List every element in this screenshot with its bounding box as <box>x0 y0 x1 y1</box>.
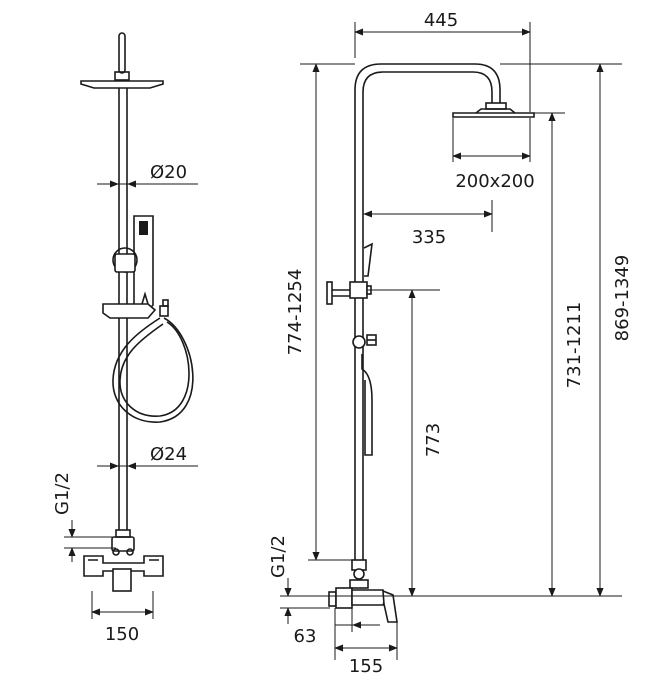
side-dim-thread-label: G1/2 <box>268 535 289 578</box>
side-hand-shower <box>363 242 373 277</box>
side-riser-arm <box>354 63 501 560</box>
front-dim-pipe-label: Ø20 <box>150 162 187 183</box>
front-dim-pipe: Ø20 <box>97 162 198 188</box>
side-dim-arm-length-label: 445 <box>424 10 458 31</box>
side-dim-height-left-label: 774-1254 <box>285 269 306 356</box>
front-dim-width-label: 150 <box>105 624 139 645</box>
side-dim-depth: 155 <box>334 622 398 677</box>
side-dim-thread: G1/2 <box>268 535 330 624</box>
side-dim-head-offset-label: 335 <box>412 227 446 248</box>
side-slider-knob <box>352 335 366 349</box>
front-head-connector <box>114 71 130 81</box>
side-dim-head-height: 731-1211 <box>534 112 585 597</box>
side-dim-depth-label: 155 <box>349 656 383 677</box>
front-dim-width: 150 <box>91 591 154 645</box>
front-slider-block <box>102 303 157 319</box>
side-holder-knob <box>326 281 333 305</box>
front-view <box>80 32 194 592</box>
side-dim-total-height: 869-1349 <box>500 63 633 597</box>
front-dim-hose-label: Ø24 <box>150 444 187 465</box>
side-dim-head-offset: 335 <box>363 200 493 248</box>
side-dim-holder-height: 773 <box>367 289 444 597</box>
side-mixer-body <box>351 589 387 606</box>
front-hose-loop <box>112 317 194 423</box>
side-dim-head-size: 200x200 <box>452 118 535 192</box>
side-dim-offset-63: 63 <box>294 608 380 660</box>
side-mixer-lever <box>382 589 398 623</box>
side-dim-holder-height-label: 773 <box>423 423 444 457</box>
front-dim-thread: G1/2 <box>52 472 116 562</box>
front-mixer-spout <box>112 568 132 592</box>
front-mixer-body <box>83 555 164 577</box>
front-dim-thread-label: G1/2 <box>52 472 73 515</box>
side-dim-height-left: 774-1254 <box>285 63 355 561</box>
front-dim-hose: Ø24 <box>97 444 198 470</box>
side-hose <box>361 354 373 456</box>
side-dim-head-height-label: 731-1211 <box>564 302 585 389</box>
side-dim-arm-length: 445 <box>354 10 531 112</box>
side-shower-head <box>452 112 535 118</box>
front-top-tip <box>118 32 126 74</box>
side-dim-offset-63-label: 63 <box>294 626 317 647</box>
front-shower-head <box>80 80 164 89</box>
side-dim-head-size-label: 200x200 <box>455 171 534 192</box>
side-view <box>326 63 535 623</box>
side-dim-total-height-label: 869-1349 <box>612 255 633 342</box>
